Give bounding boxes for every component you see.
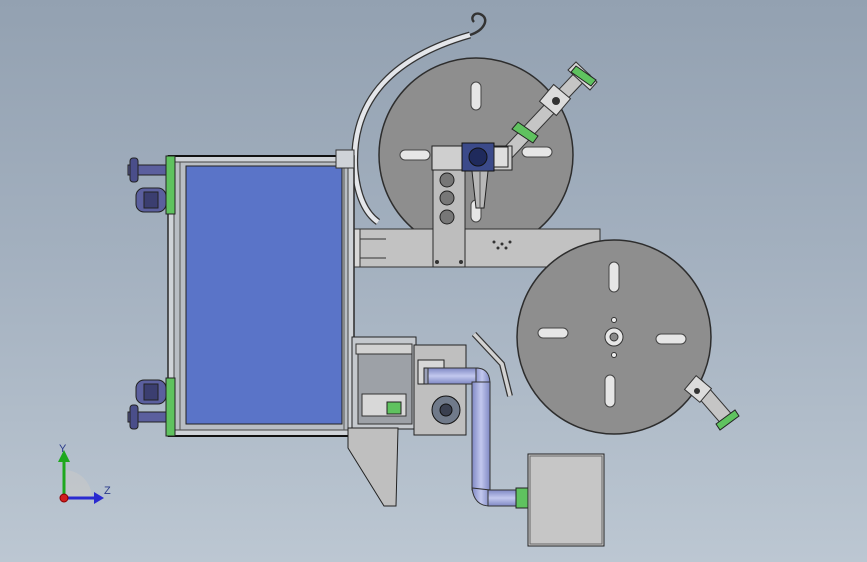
z-axis-label: Z <box>104 485 111 497</box>
lower-reel-arm <box>683 374 740 431</box>
lower-reel <box>516 239 712 435</box>
pipe <box>427 367 531 509</box>
caster-top <box>127 155 176 215</box>
y-axis-label: Y <box>59 443 67 455</box>
vertical-mount-plate <box>431 142 513 268</box>
coordinate-triad <box>58 450 104 504</box>
main-frame <box>167 149 355 437</box>
bottom-box <box>527 453 605 547</box>
curved-guide-tube <box>351 12 487 225</box>
blue-panel <box>185 165 343 425</box>
x-axis-dot <box>59 493 69 503</box>
lower-machine-box <box>347 336 417 507</box>
lower-guide-rod <box>471 331 513 397</box>
fan-motor-unit <box>413 344 467 436</box>
caster-bottom <box>127 377 176 437</box>
upper-reel-arm <box>499 61 598 161</box>
